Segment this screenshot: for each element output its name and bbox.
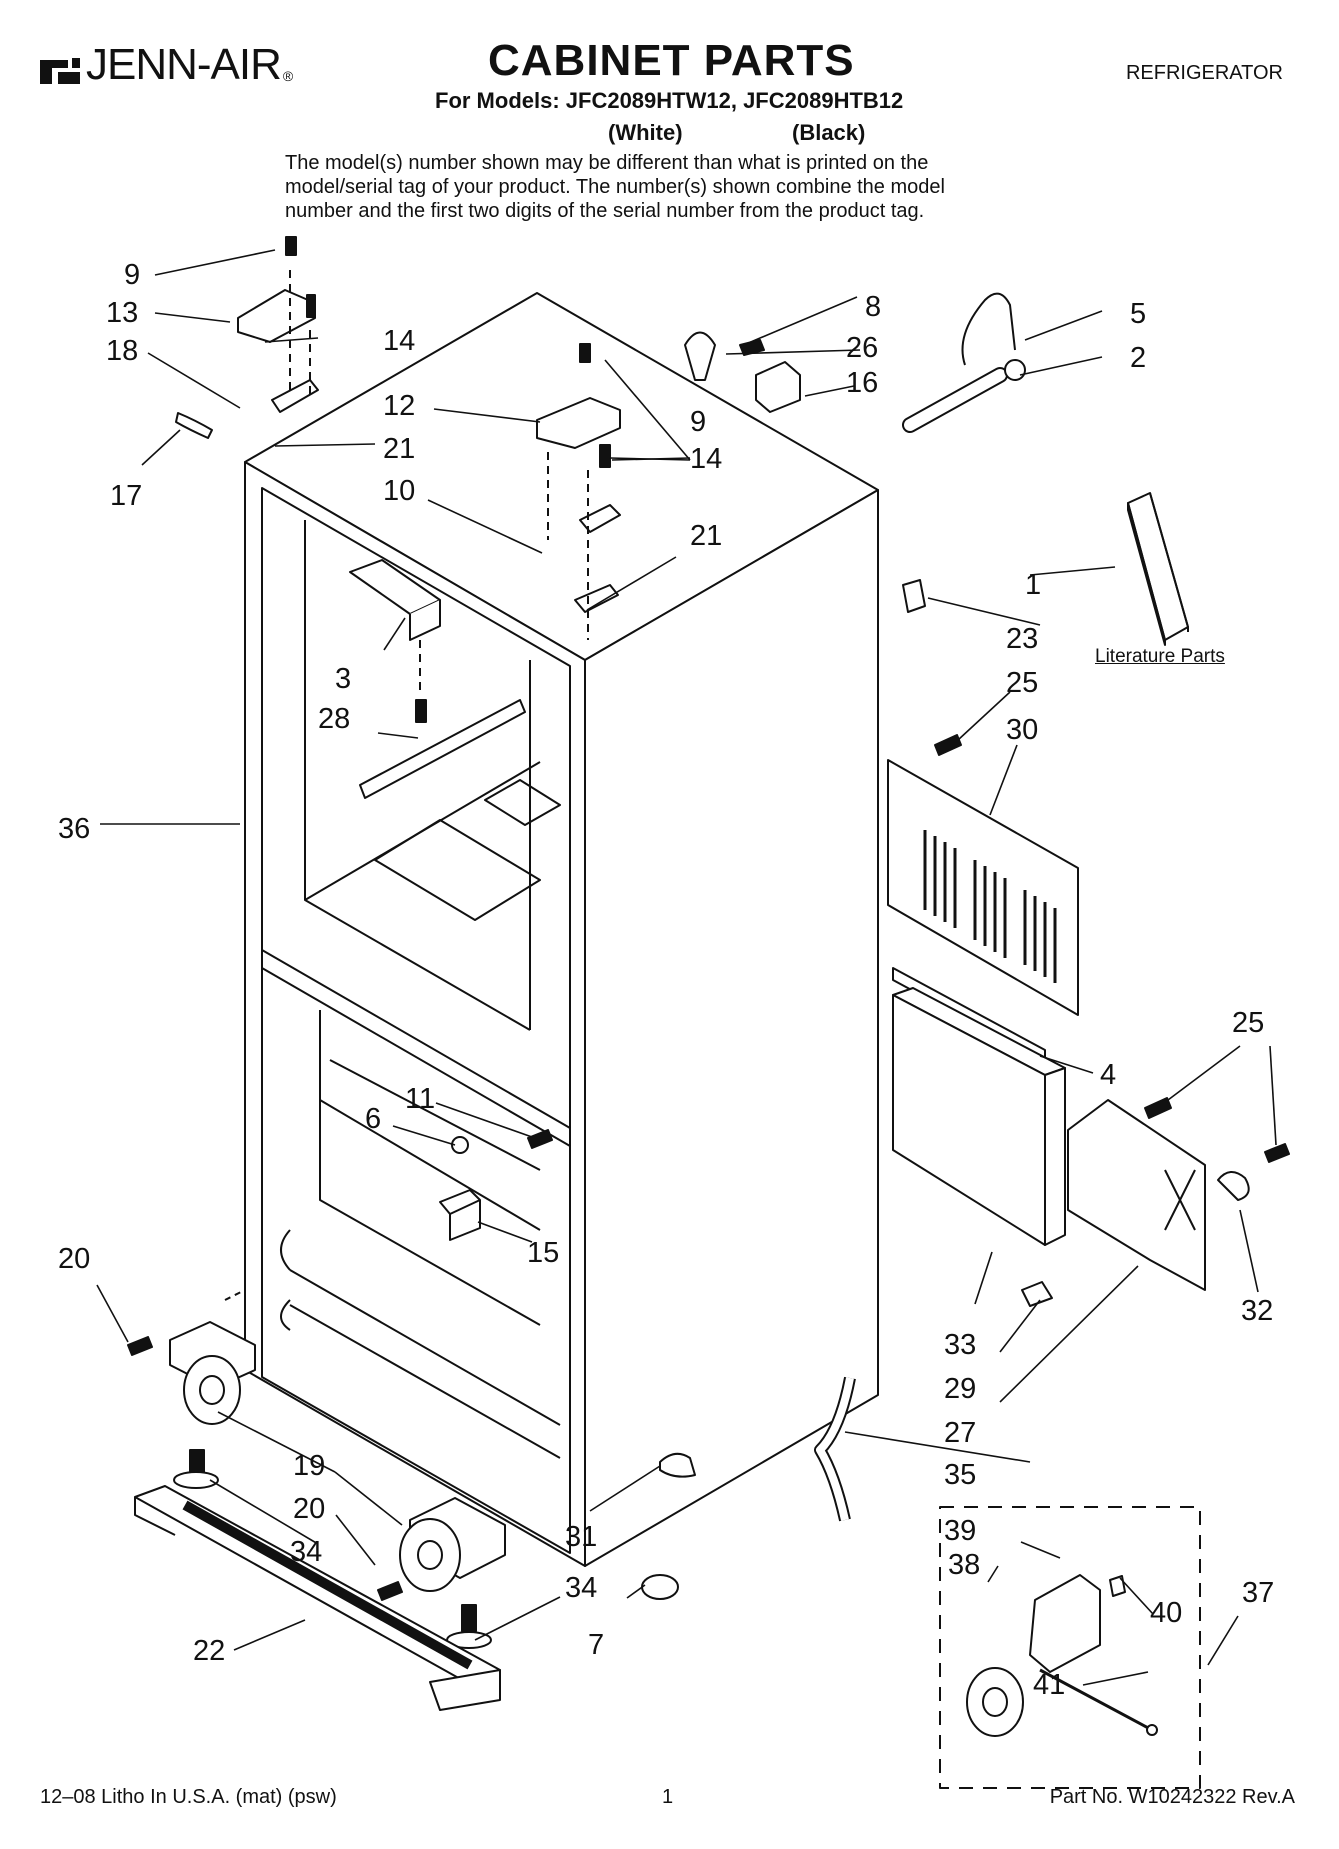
callout-20-center: 20: [293, 1493, 325, 1525]
models-line: For Models: JFC2089HTW12, JFC2089HTB12: [435, 88, 904, 113]
color-black-label: (Black): [792, 120, 866, 145]
brand-name: JENN-AIR: [86, 40, 282, 89]
callout-14-top-left: 14: [383, 325, 415, 357]
top-right-small-parts: [684, 331, 801, 413]
callout-9-top-left: 9: [124, 259, 140, 291]
part-3-bracket: [349, 559, 441, 723]
callout-2: 2: [1130, 342, 1146, 374]
part-25b-screw: [1144, 1097, 1172, 1119]
callout-32: 32: [1241, 1295, 1273, 1327]
part-37-kit: [939, 1506, 1201, 1789]
callout-27: 27: [944, 1417, 976, 1449]
part-7-ring: [641, 1574, 679, 1600]
callout-30: 30: [1006, 714, 1038, 746]
literature-parts-book: [1127, 492, 1189, 646]
insulation-panel: [892, 987, 1066, 1246]
callout-numbers: 9 13 18 17 14 21 12 9 14 10 21 8 26 16 5…: [58, 259, 1274, 1701]
callout-37: 37: [1242, 1577, 1274, 1609]
part-23-clip: [902, 579, 926, 613]
lower-center-bracket: [439, 1129, 553, 1241]
toe-grille: [134, 1485, 501, 1711]
part-32-clamp: [1217, 1171, 1250, 1201]
color-white-label: (White): [608, 120, 683, 145]
rear-access-panel: [887, 759, 1079, 1016]
model-note-line-1: The model(s) number shown may be differe…: [285, 152, 929, 174]
callout-38: 38: [948, 1549, 980, 1581]
callout-9-center: 9: [690, 406, 706, 438]
callout-39: 39: [944, 1515, 976, 1547]
brand-logo: JENN-AIR ®: [38, 40, 293, 90]
model-note-line-2: model/serial tag of your product. The nu…: [285, 176, 945, 198]
callout-7: 7: [588, 1629, 604, 1661]
callout-20-left: 20: [58, 1243, 90, 1275]
callout-40: 40: [1150, 1597, 1182, 1629]
footer-part-number: Part No. W10242322 Rev.A: [1049, 1786, 1295, 1808]
callout-19: 19: [293, 1450, 325, 1482]
upper-center-hinge: [536, 343, 621, 640]
callout-31: 31: [565, 1521, 597, 1553]
part-32-screw: [1264, 1143, 1290, 1163]
appliance-category: REFRIGERATOR: [1125, 62, 1283, 84]
callout-3: 3: [335, 663, 351, 695]
jenn-air-logo-icon: [40, 58, 80, 84]
callout-15: 15: [527, 1237, 559, 1269]
upper-left-hinge: [175, 236, 319, 439]
registered-mark: ®: [282, 68, 293, 84]
callout-34-right: 34: [565, 1572, 597, 1604]
callout-21-center: 21: [690, 520, 722, 552]
callout-28: 28: [318, 703, 350, 735]
callout-36: 36: [58, 813, 90, 845]
callout-41: 41: [1033, 1669, 1065, 1701]
callout-11: 11: [405, 1083, 435, 1115]
cabinet-body: [244, 292, 879, 1567]
callout-4: 4: [1100, 1059, 1116, 1091]
part-27-bracket: [1067, 1099, 1206, 1291]
part-31-clamp: [659, 1452, 696, 1478]
callout-25-right: 25: [1232, 1007, 1264, 1039]
page-number: 1: [662, 1786, 674, 1808]
callout-10: 10: [383, 475, 415, 507]
callout-23: 23: [1006, 623, 1038, 655]
callout-13: 13: [106, 297, 138, 329]
callout-1: 1: [1025, 569, 1041, 601]
part-25-screw: [934, 734, 962, 756]
callout-29: 29: [944, 1373, 976, 1405]
callout-14-center: 14: [690, 443, 722, 475]
callout-8: 8: [865, 291, 881, 323]
callout-35: 35: [944, 1459, 976, 1491]
callout-18: 18: [106, 335, 138, 367]
callout-22: 22: [193, 1635, 225, 1667]
right-roller-assembly: [377, 1497, 506, 1649]
callout-6: 6: [365, 1103, 381, 1135]
callout-16: 16: [846, 367, 878, 399]
leader-lines: [96, 249, 1277, 1686]
callout-34-left: 34: [290, 1536, 322, 1568]
callout-33: 33: [944, 1329, 976, 1361]
callout-21-left: 21: [383, 433, 415, 465]
callout-25-top: 25: [1006, 667, 1038, 699]
literature-parts-label: Literature Parts: [1095, 646, 1225, 667]
callout-5: 5: [1130, 298, 1146, 330]
left-roller-assembly: [127, 1289, 256, 1489]
water-tube: [902, 292, 1026, 433]
part-29-clip: [1021, 1281, 1053, 1307]
callout-17: 17: [110, 480, 142, 512]
footer-litho: 12–08 Litho In U.S.A. (mat) (psw): [40, 1786, 337, 1808]
callout-26: 26: [846, 332, 878, 364]
model-note-line-3: number and the first two digits of the s…: [285, 200, 925, 222]
callout-12: 12: [383, 390, 415, 422]
